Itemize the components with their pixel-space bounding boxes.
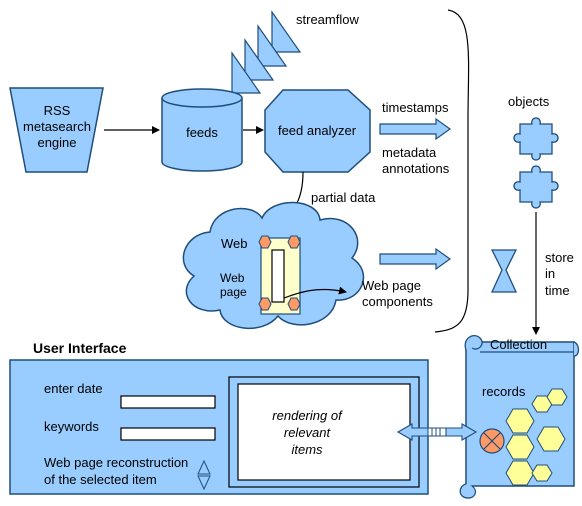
reconstruction-label-line1: Web page reconstruction — [44, 455, 188, 470]
reconstruction-label-line2: of the selected item — [44, 472, 157, 487]
components-arrow — [283, 286, 347, 299]
streamflow-label: streamflow — [296, 12, 359, 27]
enter-date-field[interactable] — [120, 395, 216, 409]
timestamps-block-arrow — [379, 117, 452, 141]
rendering-label-line1: rendering of — [272, 408, 343, 423]
puzzle-piece-icon-bottom — [513, 165, 559, 209]
keywords-label: keywords — [44, 419, 99, 434]
puzzle-piece-icon-top — [513, 117, 559, 161]
web-page-document — [258, 235, 301, 315]
feeds-database: feeds — [161, 88, 243, 172]
store-label-line3: time — [545, 283, 570, 298]
rss-engine: RSS metasearch engine — [9, 87, 104, 173]
timestamps-label: timestamps — [382, 100, 449, 115]
user-interface-title: User Interface — [33, 340, 127, 356]
rss-label-line1: RSS — [44, 103, 71, 118]
rss-label-line3: engine — [37, 135, 76, 150]
rendering-label-line2: relevant — [284, 425, 332, 440]
keywords-field[interactable] — [120, 427, 216, 441]
enter-date-label: enter date — [44, 381, 103, 396]
ui-collection-connector — [396, 423, 478, 441]
objects-label: objects — [508, 94, 550, 109]
store-label-line2: in — [545, 266, 555, 281]
components-block-arrow — [379, 247, 452, 271]
metadata-label-line1: metadata — [382, 145, 437, 160]
streamflow-icon — [231, 10, 302, 94]
hourglass-icon — [490, 249, 518, 293]
partial-data-label: partial data — [311, 190, 376, 205]
rendering-label-line3: items — [291, 442, 323, 457]
rss-label-line2: metasearch — [23, 119, 91, 134]
components-label-line1: Web page — [362, 278, 421, 293]
records-label: records — [482, 384, 526, 399]
components-label-line2: components — [362, 294, 433, 309]
web-page-label-line2: page — [220, 285, 247, 299]
feed-analyzer: feed analyzer — [264, 89, 371, 173]
collection-label: Collection — [490, 337, 547, 352]
records-hexagon-cluster — [505, 388, 568, 486]
web-label: Web — [221, 236, 248, 251]
store-label-line1: store — [545, 250, 574, 265]
feed-analyzer-label: feed analyzer — [278, 123, 357, 138]
pipeline-bracket — [434, 9, 470, 333]
feeds-label: feeds — [186, 125, 218, 140]
web-page-label-line1: Web — [220, 271, 245, 285]
rendering-panel[interactable] — [237, 383, 411, 481]
selected-record-icon — [479, 428, 505, 454]
up-down-arrows-icon[interactable] — [197, 459, 211, 491]
metadata-label-line2: annotations — [382, 161, 450, 176]
